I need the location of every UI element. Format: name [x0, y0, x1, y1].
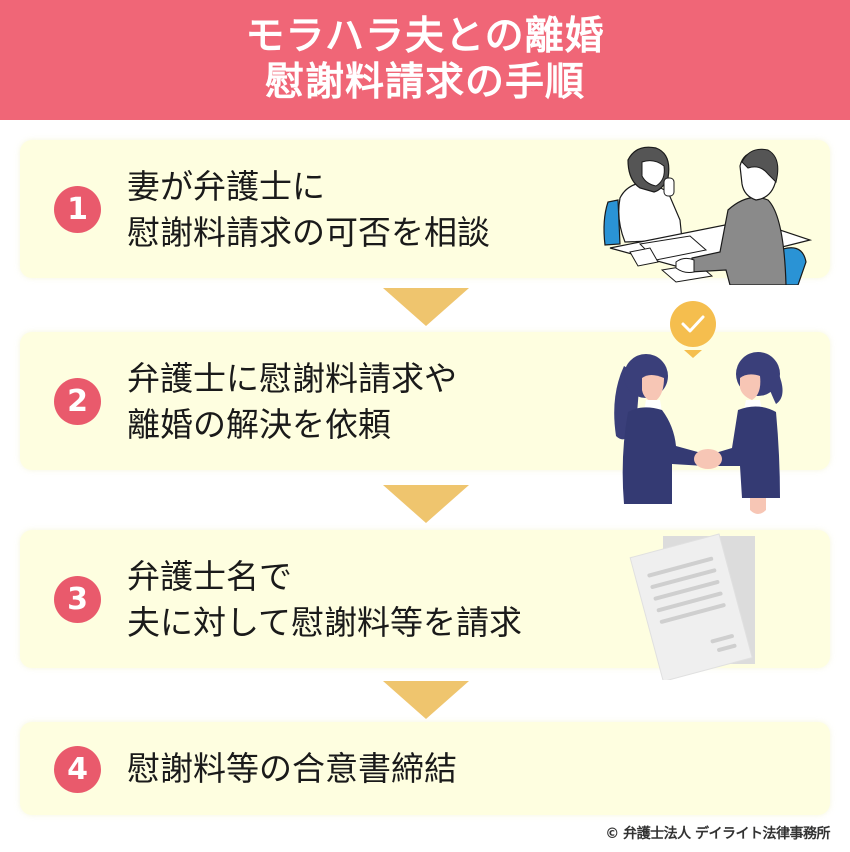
step-number-badge: 1	[54, 186, 101, 233]
documents-illustration-icon	[629, 533, 755, 680]
step-number-badge: 3	[54, 576, 101, 623]
step-text-line-1: 妻が弁護士に	[127, 167, 325, 206]
step-text-line-2: 離婚の解決を依頼	[127, 405, 391, 444]
step-number-badge: 2	[54, 378, 101, 425]
step-card-4: 4 慰謝料等の合意書締結	[20, 722, 830, 815]
page-header: モラハラ夫との離婚 慰謝料請求の手順	[0, 0, 850, 120]
step-text-line-2: 慰謝料請求の可否を相談	[127, 213, 490, 252]
step-text-line-1: 弁護士名で	[127, 557, 292, 596]
down-arrow-icon	[383, 288, 469, 326]
step-card-1: 1 妻が弁護士に 慰謝料請求の可否を相談	[20, 140, 830, 285]
consultation-illustration-icon	[603, 146, 813, 285]
step-text-line-1: 慰謝料等の合意書締結	[127, 749, 457, 788]
title-line-2: 慰謝料請求の手順	[264, 60, 585, 105]
step-number-badge: 4	[54, 746, 101, 793]
step-text-line-1: 弁護士に慰謝料請求や	[127, 359, 457, 398]
handshake-illustration-icon	[614, 301, 783, 514]
down-arrow-icon	[383, 681, 469, 719]
title-line-1: モラハラ夫との離婚	[245, 14, 605, 59]
down-arrow-icon	[383, 485, 469, 523]
step-text-line-2: 夫に対して慰謝料等を請求	[127, 603, 523, 642]
copyright-credit: © 弁護士法人 デイライト法律事務所	[605, 826, 830, 842]
